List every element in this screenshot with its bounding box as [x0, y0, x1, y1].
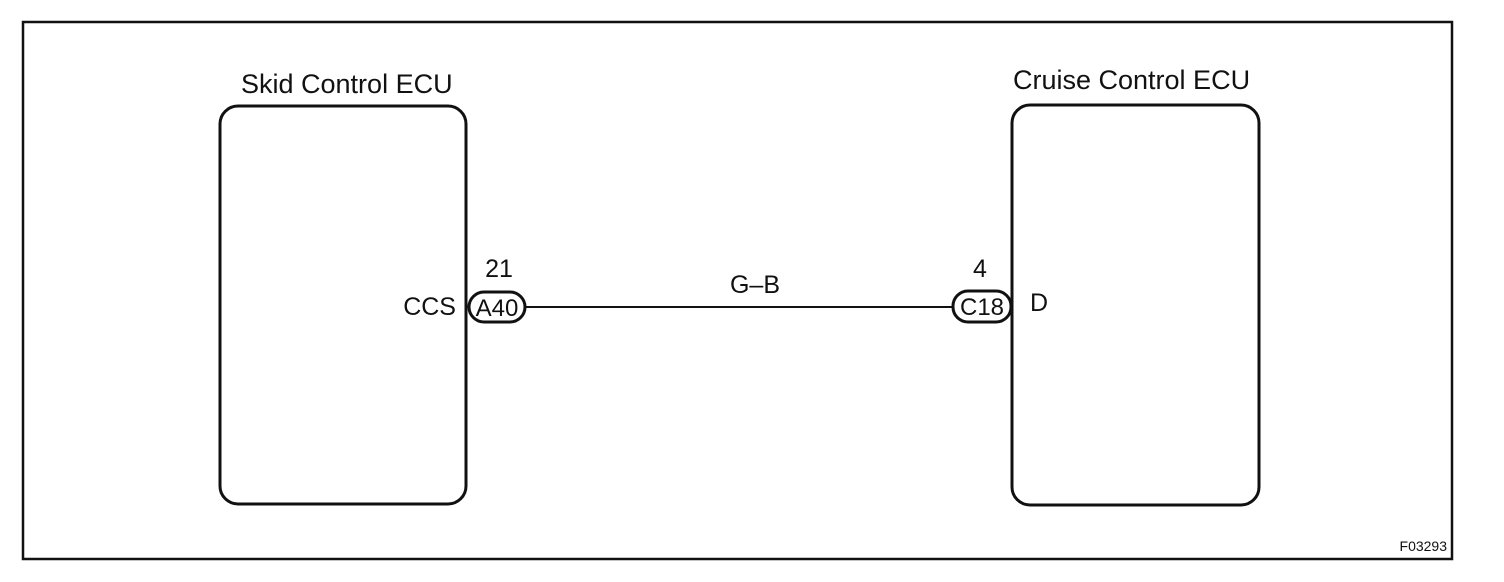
cruise-control-ecu: Cruise Control ECU 4 C18 D — [951, 65, 1261, 507]
skid-control-ecu-title: Skid Control ECU — [241, 69, 453, 99]
skid-control-ecu: Skid Control ECU CCS 21 A40 — [218, 69, 527, 506]
wire: G–B — [525, 271, 952, 308]
ccs-terminal-label: CCS — [403, 293, 456, 321]
diagram-frame — [21, 20, 1454, 561]
pin-21-label: 21 — [485, 255, 513, 283]
figure-code: F03293 — [1400, 538, 1448, 554]
skid-control-ecu-box — [218, 104, 468, 506]
pin-4-label: 4 — [973, 255, 987, 283]
connector-c18 — [951, 289, 1013, 324]
wire-color-label: G–B — [730, 271, 780, 299]
connector-c18-label: C18 — [960, 294, 1004, 321]
d-terminal-label: D — [1030, 289, 1048, 317]
cruise-control-ecu-box — [1010, 103, 1261, 507]
connector-a40-label: A40 — [476, 295, 519, 322]
cruise-control-ecu-title: Cruise Control ECU — [1013, 65, 1250, 95]
